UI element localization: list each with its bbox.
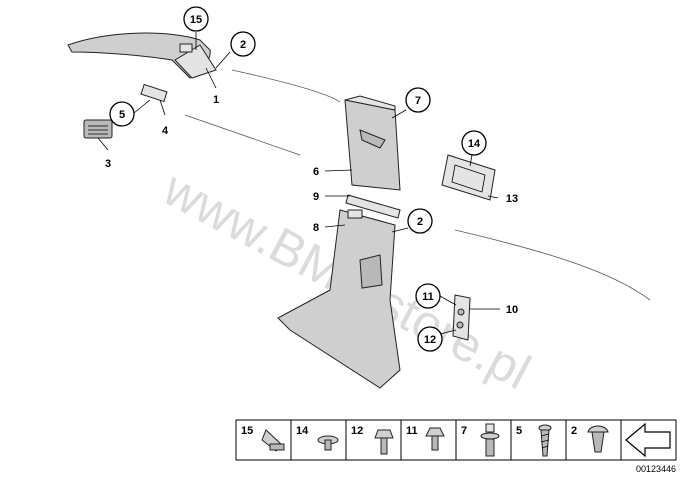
- legend-cell-14: 14: [296, 425, 339, 451]
- bracket-part-13: [441, 154, 496, 201]
- a-pillar-trim: [67, 32, 217, 79]
- svg-text:8: 8: [313, 222, 319, 234]
- legend-cell-2: 2: [571, 425, 609, 453]
- svg-text:1: 1: [213, 94, 219, 106]
- callout-11: 11: [415, 283, 441, 309]
- b-pillar-upper-trim: [344, 95, 401, 191]
- callout-10: 10: [506, 304, 518, 316]
- svg-text:5: 5: [516, 425, 522, 437]
- trim-strip-part-9: [345, 194, 401, 219]
- callout-3: 3: [105, 158, 111, 170]
- clip-fastener-icon: [587, 425, 609, 453]
- fastener-legend: 15 14 12 11: [235, 419, 677, 461]
- callout-13: 13: [506, 193, 518, 205]
- svg-text:11: 11: [406, 425, 418, 437]
- guide-line-bottom: [454, 229, 651, 301]
- callout-5: 5: [109, 101, 135, 127]
- expanding-rivet-icon: [480, 423, 500, 457]
- grille-part-3: [83, 119, 113, 139]
- guide-line-top: [231, 69, 341, 103]
- callout-4: 4: [162, 125, 169, 137]
- callout-9: 9: [313, 191, 319, 203]
- tapping-screw-icon: [538, 424, 552, 457]
- callout-8: 8: [313, 222, 319, 234]
- callout-2-mid: 2: [407, 208, 433, 234]
- callout-14: 14: [461, 130, 487, 156]
- legend-cell-11: 11: [406, 425, 445, 451]
- bracket-part-4: [140, 83, 168, 103]
- svg-text:10: 10: [506, 304, 518, 316]
- document-number: 00123446: [636, 464, 676, 474]
- svg-text:13: 13: [506, 193, 518, 205]
- svg-text:14: 14: [468, 138, 481, 150]
- callout-15-top: 15: [183, 6, 209, 32]
- svg-text:12: 12: [424, 334, 436, 346]
- svg-text:9: 9: [313, 191, 319, 203]
- svg-text:15: 15: [241, 425, 253, 437]
- svg-text:3: 3: [105, 158, 111, 170]
- callout-7: 7: [405, 87, 431, 113]
- svg-text:6: 6: [313, 166, 319, 178]
- svg-text:12: 12: [351, 425, 363, 437]
- legend-cell-arrow: [625, 422, 671, 458]
- svg-text:11: 11: [422, 291, 434, 303]
- b-pillar-lower-trim: [277, 209, 401, 389]
- callout-6: 6: [313, 166, 319, 178]
- legend-cell-7: 7: [461, 423, 500, 457]
- svg-text:7: 7: [415, 95, 421, 107]
- arrow-icon: [625, 422, 671, 458]
- screw-with-washer-icon: [374, 429, 394, 455]
- svg-text:4: 4: [162, 125, 169, 137]
- hex-screw-icon: [425, 427, 445, 451]
- legend-cell-12: 12: [351, 425, 394, 455]
- bracket-part-10: [452, 294, 471, 341]
- hook-clip-icon: [261, 429, 285, 452]
- svg-text:2: 2: [240, 39, 246, 51]
- svg-text:14: 14: [296, 425, 309, 437]
- svg-text:5: 5: [119, 109, 125, 121]
- svg-text:2: 2: [571, 425, 577, 437]
- svg-text:15: 15: [190, 14, 202, 26]
- callout-12: 12: [417, 326, 443, 352]
- push-rivet-icon: [317, 435, 339, 451]
- callout-1: 1: [213, 94, 219, 106]
- leader-lines: [97, 32, 500, 335]
- svg-text:2: 2: [417, 216, 423, 228]
- legend-cell-5: 5: [516, 424, 552, 457]
- svg-text:7: 7: [461, 425, 467, 437]
- guide-line-left: [184, 114, 301, 156]
- legend-cell-15: 15: [241, 425, 285, 452]
- callout-2-top: 2: [230, 31, 256, 57]
